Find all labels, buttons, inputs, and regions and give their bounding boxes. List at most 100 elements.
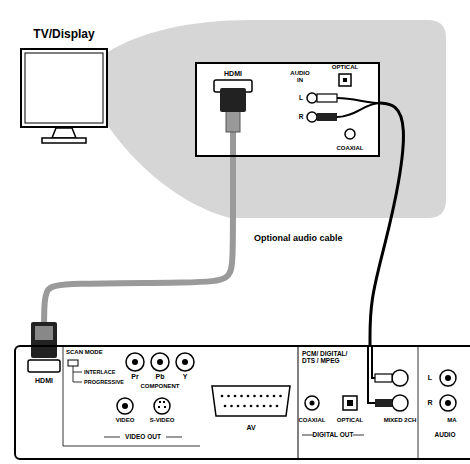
jack-pin [164, 406, 166, 408]
port-label: COAXIAL [299, 417, 326, 424]
hdmi-plug-grip [35, 326, 53, 340]
scart-pin [221, 395, 224, 398]
scart-pin [247, 395, 250, 398]
divider [298, 345, 299, 460]
scart-pin [279, 395, 282, 398]
optical-port-core [347, 400, 353, 406]
port-label: L [428, 374, 432, 382]
display-box: TV/Display [20, 48, 108, 128]
port-label: Pr [131, 373, 138, 381]
port-label: MIXED 2CH [384, 417, 417, 424]
port-label: AUDIO IN [287, 70, 313, 83]
scart-pin [240, 395, 243, 398]
port-label: OPTICAL [337, 417, 363, 424]
optical-port [343, 396, 357, 410]
port-label: DIGITAL OUT [313, 431, 354, 438]
coaxial-jack [305, 396, 319, 410]
audio-jack [392, 395, 408, 411]
audio-cable [370, 103, 403, 345]
scart-pin [253, 395, 256, 398]
hdmi-plug [31, 322, 57, 358]
scart-pin [227, 395, 230, 398]
scart-pin [256, 405, 259, 408]
port-label: PCM/ DIGITAL/ DTS / MPEG [302, 350, 358, 364]
jack-pin [310, 401, 315, 406]
scart-pin [266, 395, 269, 398]
rca-plug [375, 399, 392, 407]
jack-pin [132, 359, 138, 365]
rca-plug [317, 94, 337, 102]
port-label: HDMI [224, 70, 242, 78]
port-label: SCAN MODE [66, 349, 103, 356]
jack-pin [163, 401, 165, 403]
hdmi-port [28, 360, 60, 372]
player-back-panel: HDMISCAN MODEINTERLACEPROGRESSIVEPrPbYCO… [14, 345, 470, 460]
port-label: S-VIDEO [150, 417, 175, 424]
port-label: VIDEO [116, 417, 135, 424]
scart-pins [221, 395, 282, 408]
port-label: HDMI [35, 377, 53, 385]
audio-jack [392, 370, 408, 386]
hdmi-plug-boot [226, 110, 240, 132]
port-label: COMPONENT [141, 383, 180, 390]
component-jack [126, 353, 144, 371]
scart-pin [276, 405, 279, 408]
port-label: COAXIAL [337, 145, 364, 152]
jack-pin [445, 400, 451, 406]
hdmi-plug [220, 88, 246, 112]
port-label: VIDEO OUT [125, 433, 161, 440]
coaxial-jack [345, 129, 355, 139]
scart-pin [237, 405, 240, 408]
cable-label: Optional audio cable [252, 233, 345, 244]
audio-wire [368, 345, 375, 403]
jack-pin [182, 359, 188, 365]
video-jack [117, 398, 133, 414]
group-frame [63, 347, 200, 446]
jack-pin [445, 375, 451, 381]
audio-jack [440, 395, 456, 411]
scart-pin [234, 395, 237, 398]
device-heading: TV/Display [33, 28, 94, 41]
optical-port [339, 74, 351, 86]
scart-pin [269, 405, 272, 408]
rca-jack [307, 112, 317, 122]
scart-pin [250, 405, 253, 408]
monitor-screen [25, 53, 103, 123]
port-label: Pb [156, 373, 165, 381]
jack-pin [122, 403, 128, 409]
jack-pin [159, 401, 161, 403]
zoom-callout [108, 20, 446, 218]
scan-switch [68, 360, 78, 366]
monitor-base [42, 138, 86, 143]
hdmi-cable [44, 157, 233, 345]
port-label: R [299, 113, 304, 120]
port-label: AUDIO [435, 431, 456, 438]
monitor-body [20, 48, 108, 128]
rca-jack [307, 93, 317, 103]
rca-plug [375, 374, 392, 382]
rca-plug [317, 113, 337, 121]
port-label: AV [246, 424, 255, 432]
scart-pin [243, 405, 246, 408]
audio-jack [440, 370, 456, 386]
port-label: MA [447, 417, 456, 424]
scart-pin [263, 405, 266, 408]
port-label: L [299, 94, 303, 101]
jack-pin [158, 406, 160, 408]
port-label: Y [183, 373, 188, 381]
scart-pin [260, 395, 263, 398]
monitor-stand [52, 128, 76, 138]
audio-wire [337, 98, 380, 117]
jack-pin [157, 359, 163, 365]
port-label: OPTICAL [332, 64, 358, 71]
optical-port-core [343, 78, 347, 82]
divider [418, 345, 419, 460]
switch-bracket [73, 366, 82, 382]
port-label: R [427, 399, 432, 407]
scart-pin [273, 395, 276, 398]
port-label: PROGRESSIVE [84, 379, 124, 385]
scart-pin [224, 405, 227, 408]
